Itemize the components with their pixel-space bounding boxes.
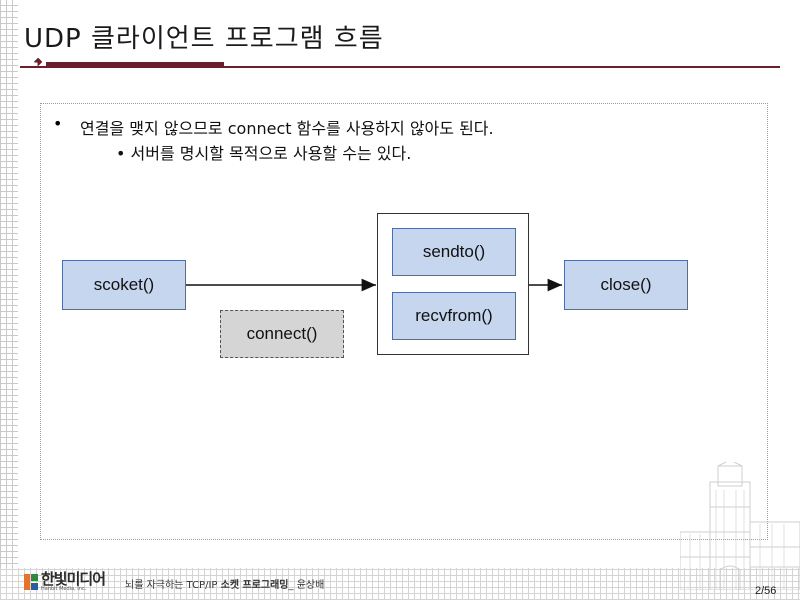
building-watermark-image [680,462,800,590]
bullet-sub: • 서버를 명시할 목적으로 사용할 수는 있다. [116,144,412,163]
diamond-icon [33,58,42,67]
node-close: close() [564,260,688,310]
footer-book-bold: 소켓 프로그래밍 [220,580,289,591]
page-number: 2/56 [755,585,777,597]
background-grid-left [0,0,18,600]
slide-title: UDP 클라이언트 프로그램 흐름 [24,24,384,54]
logo-text: 한빛미디어 [41,570,106,588]
title-underline-accent [46,62,224,68]
title-underline [20,66,780,68]
node-sendto-label: sendto() [422,242,486,261]
footer-book-title: 뇌를 자극하는 TCP/IP 소켓 프로그래밍_ 윤상배 [125,576,324,591]
node-connect-optional: connect() [220,310,344,358]
bullet-icon: • [53,114,63,133]
node-socket-label: scoket() [93,275,155,294]
node-close-label: close() [600,275,652,294]
node-recvfrom-label: recvfrom() [415,306,493,325]
footer-book-author: _ 윤상배 [288,580,325,591]
hanbit-logo-icon [24,574,38,590]
background-grid-bottom [0,568,800,600]
footer-book-prefix: 뇌를 자극하는 TCP/IP [125,580,221,591]
bullet-main: 연결을 맺지 않으므로 connect 함수를 사용하지 않아도 된다. [80,119,494,138]
node-recvfrom: recvfrom() [392,292,516,340]
node-socket: scoket() [62,260,186,310]
hanbit-logo: 한빛미디어 Hanbit Media, Inc. [24,570,106,592]
node-sendto: sendto() [392,228,516,276]
node-connect-label: connect() [246,324,318,343]
content-frame [40,103,768,540]
logo-subtext: Hanbit Media, Inc. [41,586,87,592]
